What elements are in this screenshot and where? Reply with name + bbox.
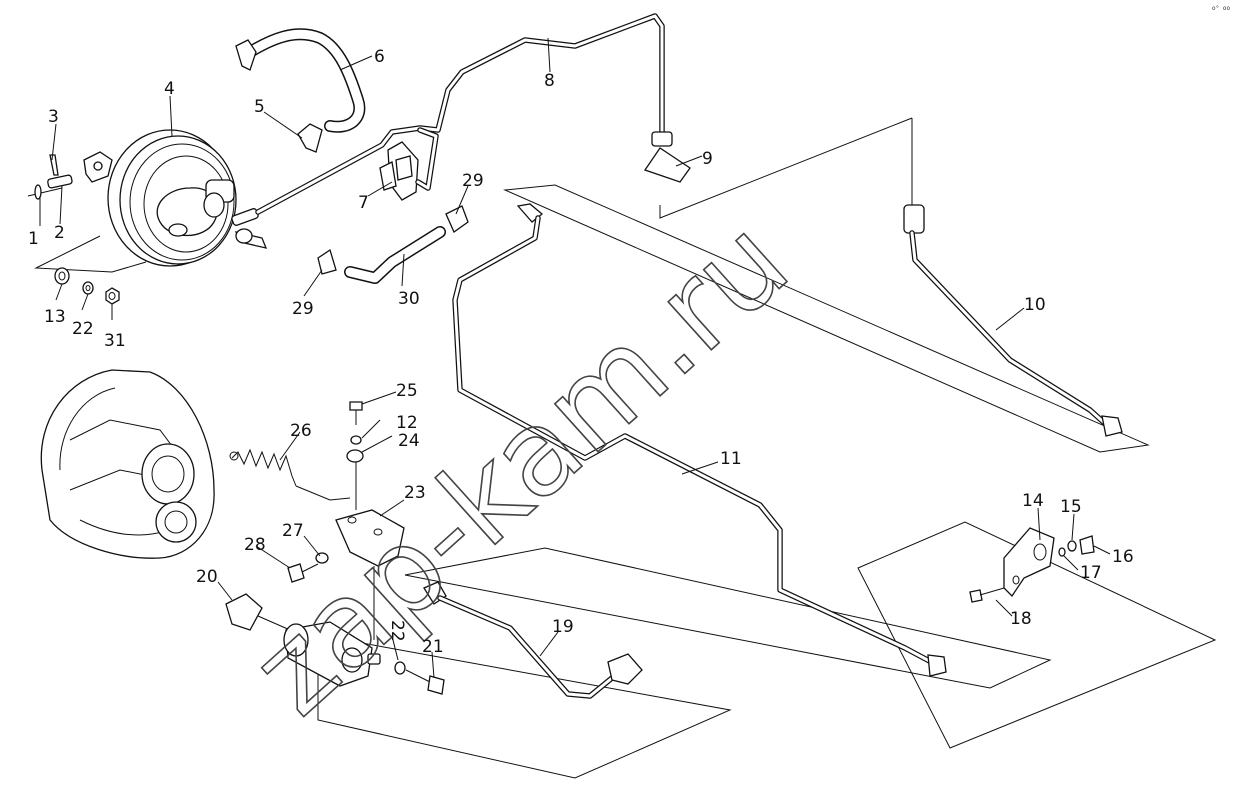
callout-28: 28 (244, 535, 266, 555)
callout-10: 10 (1024, 295, 1046, 315)
nut-washer-set (54, 267, 120, 305)
washer-part-24 (346, 449, 364, 463)
clamp-part-5-top (235, 39, 257, 71)
callout-2: 2 (54, 223, 65, 243)
leader-lines (39, 37, 1111, 679)
callout-6: 6 (374, 47, 385, 67)
callout-22-upper: 22 (72, 319, 94, 339)
callout-labels: 1 2 3 4 5 6 7 8 9 10 11 12 13 14 15 16 1… (28, 47, 1134, 657)
callout-17: 17 (1080, 563, 1102, 583)
callout-20: 20 (196, 567, 218, 587)
callout-21: 21 (422, 637, 444, 657)
callout-7: 7 (358, 193, 369, 213)
bracket-part-9 (643, 147, 691, 183)
clamp-part-29-lower (317, 248, 337, 275)
callout-23: 23 (404, 483, 426, 503)
bolt-part-18 (969, 589, 983, 603)
callout-8: 8 (544, 71, 555, 91)
corner-mark: o° oo (1212, 5, 1230, 12)
callout-27: 27 (282, 521, 304, 541)
assembly-planes (34, 117, 1217, 779)
callout-16: 16 (1112, 547, 1134, 567)
callout-24: 24 (398, 431, 420, 451)
callout-29-lower: 29 (292, 299, 314, 319)
clutch-housing (40, 369, 215, 559)
callout-19: 19 (552, 617, 574, 637)
callout-15: 15 (1060, 497, 1082, 517)
clevis-part-20 (225, 593, 263, 631)
pin-part-2 (47, 174, 73, 189)
bracket-part-14 (969, 527, 1095, 603)
tube-part-19 (423, 581, 643, 699)
bracket-part-23 (335, 509, 405, 640)
bolt-set-28 (287, 552, 329, 583)
cotter-pin-part-3 (49, 154, 59, 176)
vacuum-booster-part-4 (107, 129, 268, 267)
callout-22-lower: 22 (387, 620, 407, 642)
tube-part-10 (903, 204, 1123, 437)
callout-3: 3 (48, 107, 59, 127)
hose-part-30 (317, 205, 469, 284)
bolt-part-28 (287, 563, 305, 583)
bolt-part-25 (349, 401, 363, 411)
nut-part-16 (1079, 535, 1095, 555)
callout-1: 1 (28, 229, 39, 249)
washer-part-15 (1067, 540, 1077, 552)
nut-part-31 (105, 287, 120, 305)
washer-part-12 (350, 435, 362, 445)
callout-30: 30 (398, 289, 420, 309)
bolt-set-25 (346, 401, 364, 510)
callout-11: 11 (720, 449, 742, 469)
clamp-part-5-bottom (297, 123, 323, 153)
vacuum-hose-part-6 (235, 28, 366, 153)
washer-part-22-lower (394, 661, 406, 675)
callout-26: 26 (290, 421, 312, 441)
clamp-part-29-upper (445, 205, 469, 233)
bolt-part-21 (427, 675, 445, 695)
callout-14: 14 (1022, 491, 1044, 511)
tube-part-11 (452, 203, 947, 677)
callout-25: 25 (396, 381, 418, 401)
callout-31: 31 (104, 331, 126, 351)
washer-part-1 (34, 184, 42, 200)
callout-29-upper: 29 (462, 171, 484, 191)
clevis-pin-assembly (27, 151, 113, 200)
callout-4: 4 (164, 79, 175, 99)
tube-part-8 (255, 13, 673, 215)
washer-part-13 (54, 267, 70, 285)
spring-part-26 (229, 448, 351, 501)
vacuum-tee-part-7 (379, 141, 419, 201)
callout-13: 13 (44, 307, 66, 327)
clutch-master-cylinder (225, 593, 381, 687)
callout-18: 18 (1010, 609, 1032, 629)
washer-part-22 (82, 281, 94, 295)
bolt-set-21 (394, 661, 445, 695)
callout-5: 5 (254, 97, 265, 117)
callout-12: 12 (396, 413, 418, 433)
washer-part-17 (1058, 547, 1066, 557)
callout-9: 9 (702, 149, 713, 169)
